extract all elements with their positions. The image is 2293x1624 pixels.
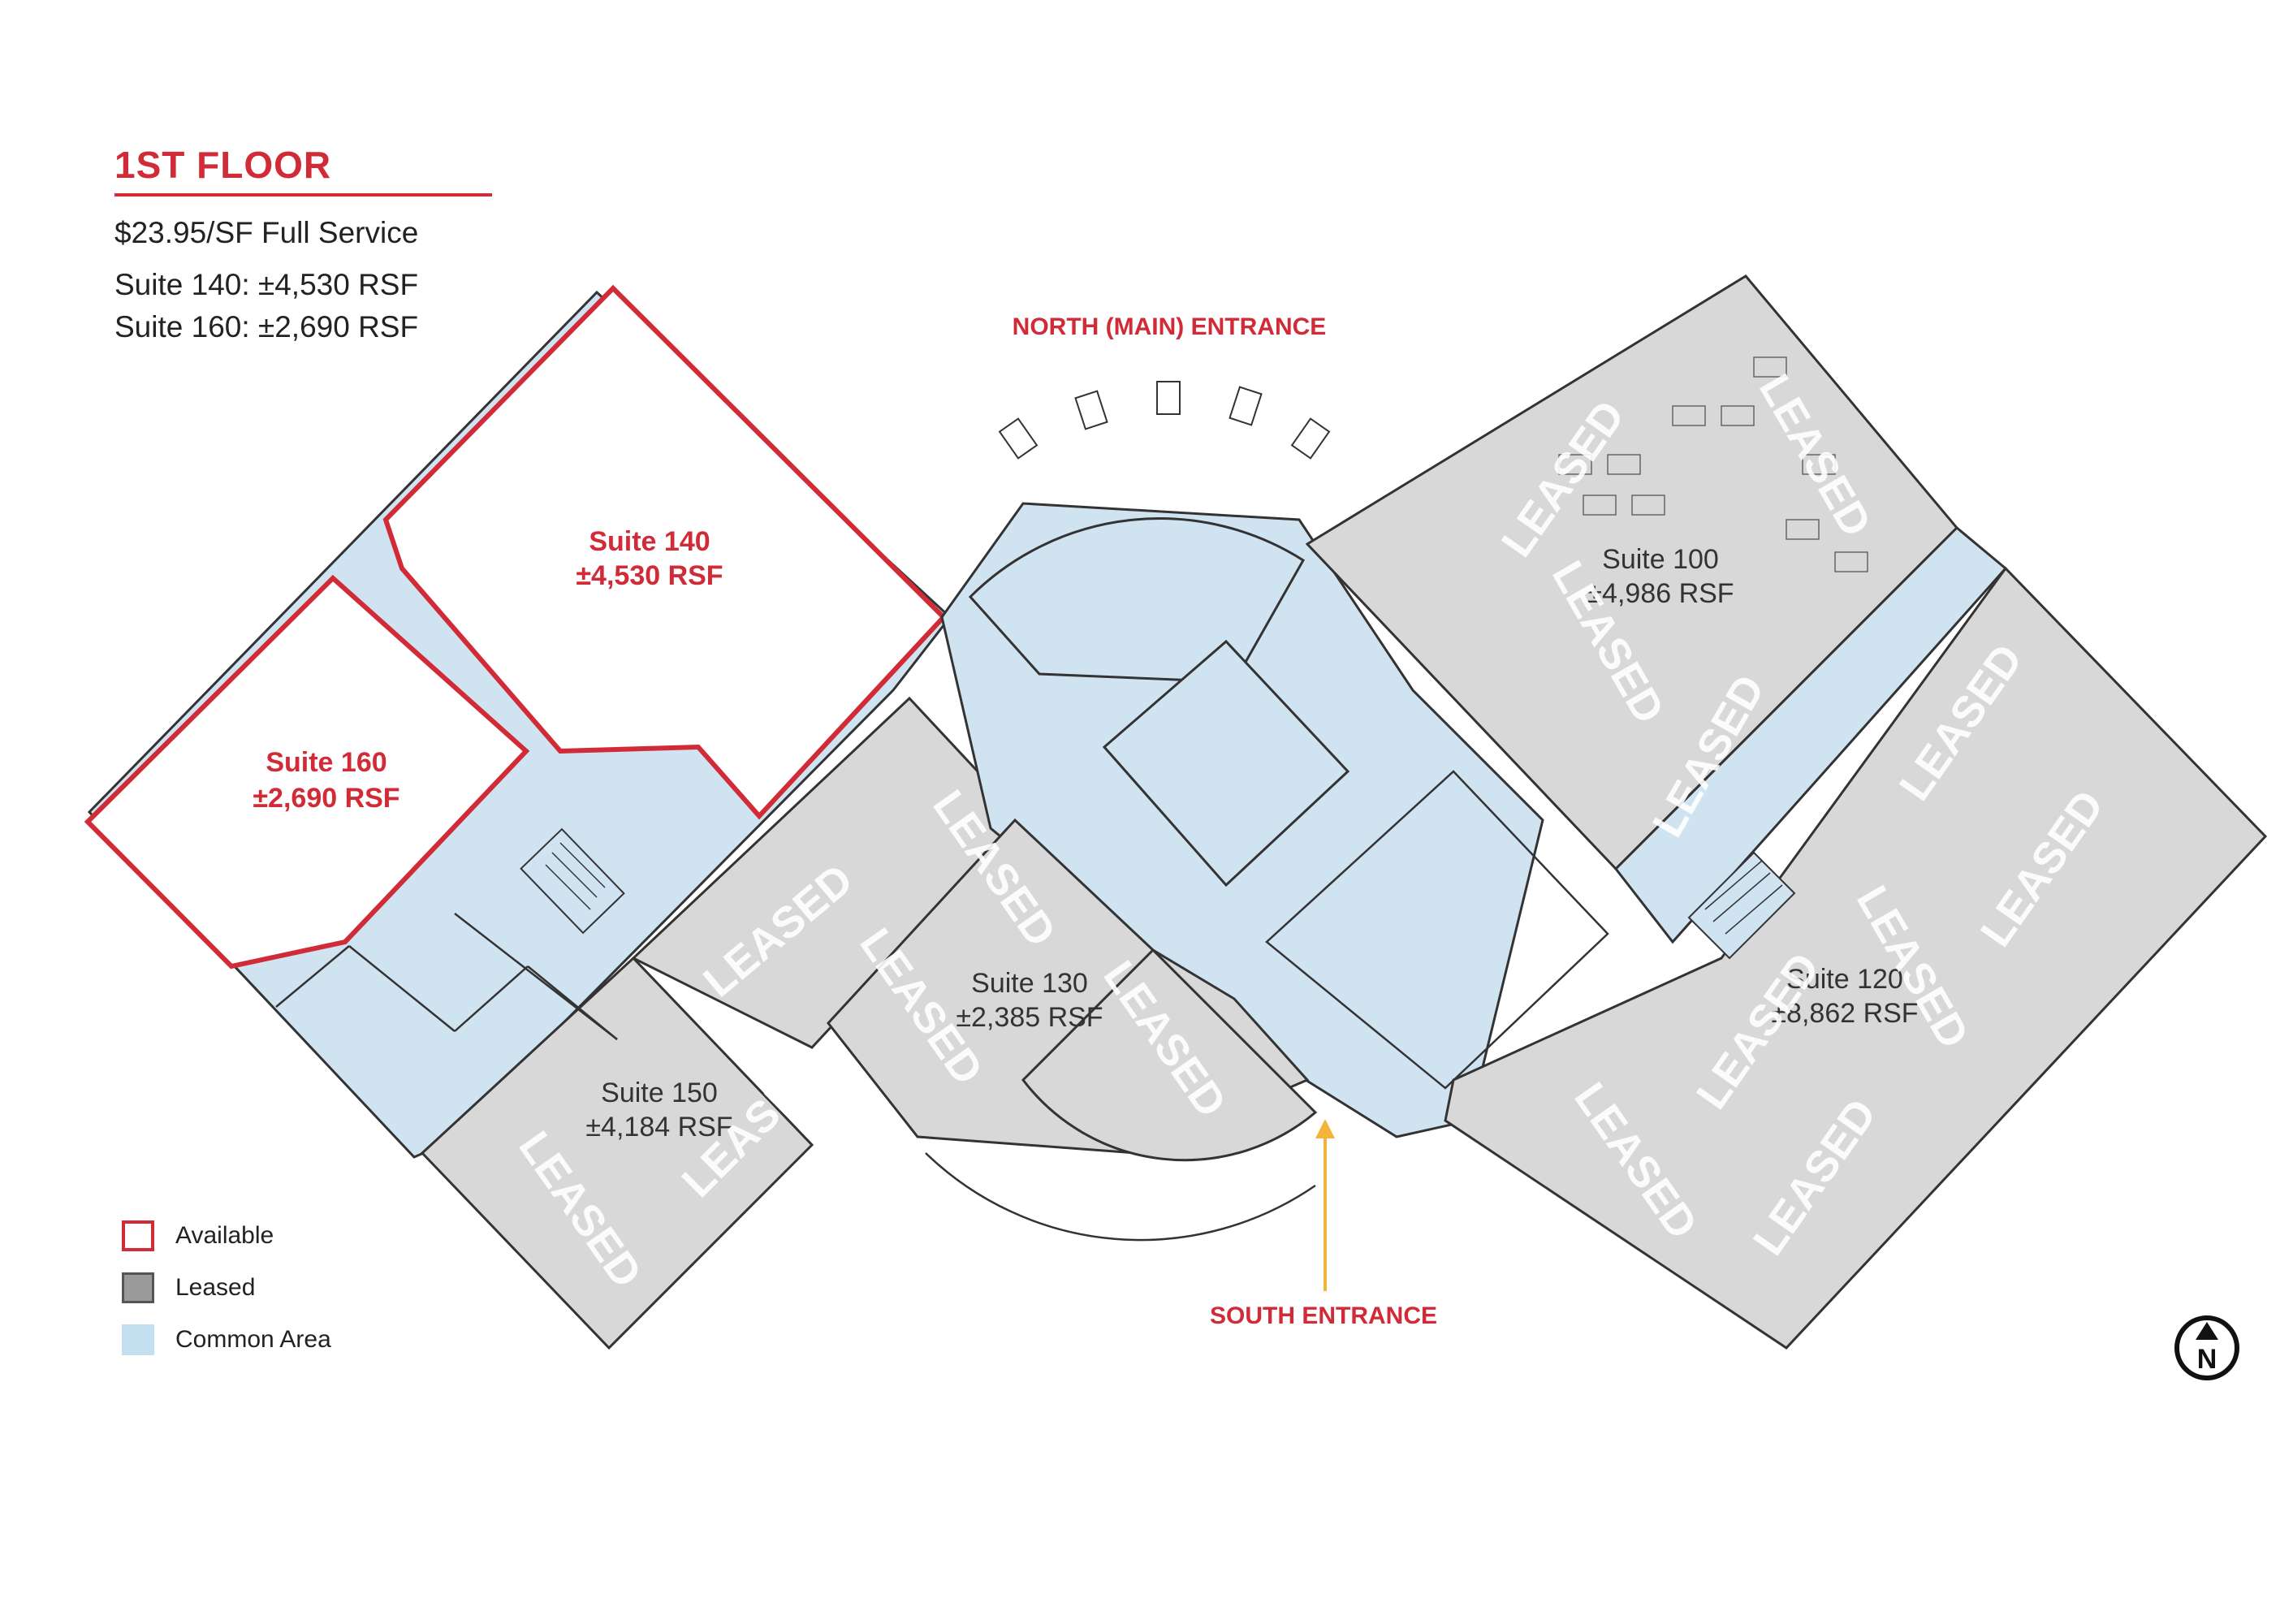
suite-160-area: ±2,690 RSF xyxy=(253,783,399,814)
stair-left xyxy=(520,827,625,935)
suite-140-available-area xyxy=(382,284,948,820)
central-room xyxy=(1265,770,1609,1090)
left-wing-walls xyxy=(275,913,618,1040)
suite-100-name: Suite 100 xyxy=(1602,544,1719,575)
suite-150-leased-area xyxy=(420,956,814,1350)
compass-letter: N xyxy=(2197,1344,2217,1375)
suite-160-name: Suite 160 xyxy=(266,747,386,778)
suite-120-leased-area xyxy=(1444,566,2268,1350)
south-arc xyxy=(925,1152,1316,1242)
legend-label: Common Area xyxy=(175,1326,331,1353)
suite-150-area: ±4,184 RSF xyxy=(585,1112,732,1142)
legend-swatch-available xyxy=(122,1220,154,1251)
rental-rate: $23.95/SF Full Service xyxy=(114,216,419,249)
legend-label: Leased xyxy=(175,1274,256,1301)
north-rotunda xyxy=(968,517,1306,684)
legend-swatch-leased xyxy=(122,1272,154,1303)
south-entrance-arrowhead xyxy=(1315,1119,1335,1138)
suite-120-area: ±8,862 RSF xyxy=(1771,998,1918,1029)
suite-160-available-area xyxy=(84,574,530,970)
legend-item-common-area: Common Area xyxy=(122,1322,331,1358)
stair-right xyxy=(1687,851,1796,960)
legend-item-leased: Leased xyxy=(122,1270,255,1306)
right-wing xyxy=(1305,274,2268,1350)
elevator-core xyxy=(1102,639,1350,888)
suite-130-area: ±2,385 RSF xyxy=(956,1002,1103,1033)
legend-item-available: Available xyxy=(122,1218,274,1254)
available-suite-140-line: Suite 140: ±4,530 RSF xyxy=(114,268,419,301)
central-core xyxy=(827,502,1609,1242)
suite-140-area: ±4,530 RSF xyxy=(576,560,723,591)
suite-100-area: ±4,986 RSF xyxy=(1587,578,1734,609)
suite-150-name: Suite 150 xyxy=(601,1078,718,1108)
north-entrance-label: NORTH (MAIN) ENTRANCE xyxy=(1013,313,1327,340)
available-suite-160-line: Suite 160: ±2,690 RSF xyxy=(114,310,419,343)
suite-120-name: Suite 120 xyxy=(1786,964,1903,995)
north-canopy-posts xyxy=(998,381,1331,460)
suite-130-name: Suite 130 xyxy=(971,968,1088,999)
legend-label: Available xyxy=(175,1222,274,1249)
stair-left-treads xyxy=(545,842,606,910)
left-wing xyxy=(84,284,1026,1350)
south-rotunda xyxy=(1021,948,1318,1162)
legend-swatch-common-area xyxy=(122,1324,154,1355)
title-underline xyxy=(114,193,492,197)
north-arrow-compass: N xyxy=(2174,1315,2239,1380)
suite-140-name: Suite 140 xyxy=(589,526,710,557)
floor-title: 1ST FLOOR xyxy=(114,144,332,186)
suite-100-furniture xyxy=(1558,356,1868,572)
south-entrance-label: SOUTH ENTRANCE xyxy=(1210,1302,1437,1329)
